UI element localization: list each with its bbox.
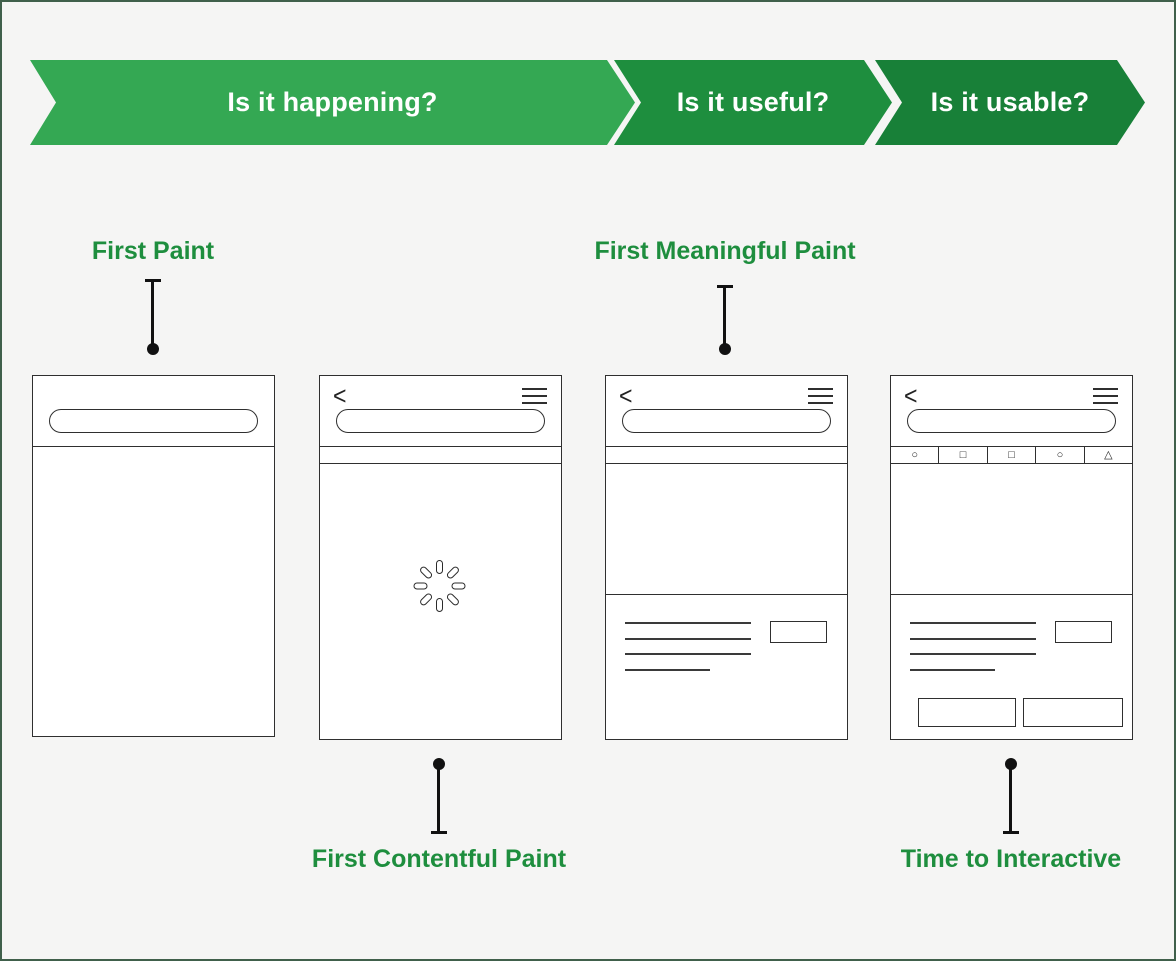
menu-icon (1093, 388, 1118, 409)
connector-dot (1004, 758, 1017, 770)
text-line (910, 638, 1036, 640)
hero-placeholder (606, 464, 847, 595)
phone-header: < (606, 376, 847, 447)
first-meaningful-paint-connector (716, 285, 733, 355)
phone-header: < (891, 376, 1132, 447)
text-line (910, 669, 995, 671)
connector-dot (718, 343, 731, 355)
text-line (625, 638, 751, 640)
phone-header: < (320, 376, 561, 447)
back-icon: < (333, 382, 347, 411)
button-placeholder (770, 621, 827, 643)
text-line (910, 622, 1036, 624)
loading-spinner-icon (412, 558, 468, 614)
toolbar-strip (320, 447, 561, 464)
toolbar-strip (606, 447, 847, 464)
first-paint-connector (144, 279, 161, 355)
toolbar-strip: ○ □ □ ○ △ (891, 447, 1132, 464)
triangle-icon: △ (1104, 448, 1113, 461)
url-bar (49, 409, 258, 433)
banner-segment-is-it-useful: Is it useful? (614, 60, 892, 145)
banner-segment-label: Is it usable? (930, 87, 1090, 117)
banner-segment-label: Is it happening? (227, 87, 438, 117)
connector-dot (146, 343, 159, 355)
url-bar (336, 409, 545, 433)
circle-icon: ○ (1036, 447, 1085, 463)
first-contentful-paint-label: First Contentful Paint (311, 845, 567, 873)
connector-cap (1002, 831, 1019, 834)
phone-mockup-time-to-interactive: < ○ □ □ ○ △ (890, 375, 1133, 740)
square-icon: □ (988, 447, 1037, 463)
text-line (625, 653, 751, 655)
back-icon: < (904, 382, 918, 411)
circle-icon: ○ (891, 447, 940, 463)
square-icon: □ (939, 447, 988, 463)
banner-segment-is-it-usable: Is it usable? (875, 60, 1145, 145)
first-contentful-paint-connector (430, 758, 447, 834)
banner-segment-label: Is it useful? (676, 87, 830, 117)
menu-icon (808, 388, 833, 409)
phone-mockup-first-meaningful-paint: < (605, 375, 848, 740)
first-meaningful-paint-label: First Meaningful Paint (594, 237, 856, 265)
connector-cap (716, 285, 733, 288)
back-icon: < (619, 382, 633, 411)
phone-mockup-first-contentful-paint: < (319, 375, 562, 740)
phone-header (33, 376, 274, 447)
phone-mockup-first-paint (32, 375, 275, 737)
text-line (625, 669, 710, 671)
time-to-interactive-label: Time to Interactive (900, 845, 1122, 873)
hero-placeholder (891, 464, 1132, 595)
first-paint-label: First Paint (91, 237, 215, 265)
time-to-interactive-connector (1002, 758, 1019, 834)
connector-cap (144, 279, 161, 282)
connector-cap (430, 831, 447, 834)
banner-segment-is-it-happening: Is it happening? (30, 60, 635, 145)
text-line (625, 622, 751, 624)
connector-dot (432, 758, 445, 770)
button-placeholder (1055, 621, 1112, 643)
text-line (910, 653, 1036, 655)
menu-icon (522, 388, 547, 409)
action-button-placeholder (1023, 698, 1123, 727)
url-bar (907, 409, 1116, 433)
action-button-placeholder (918, 698, 1016, 727)
url-bar (622, 409, 831, 433)
